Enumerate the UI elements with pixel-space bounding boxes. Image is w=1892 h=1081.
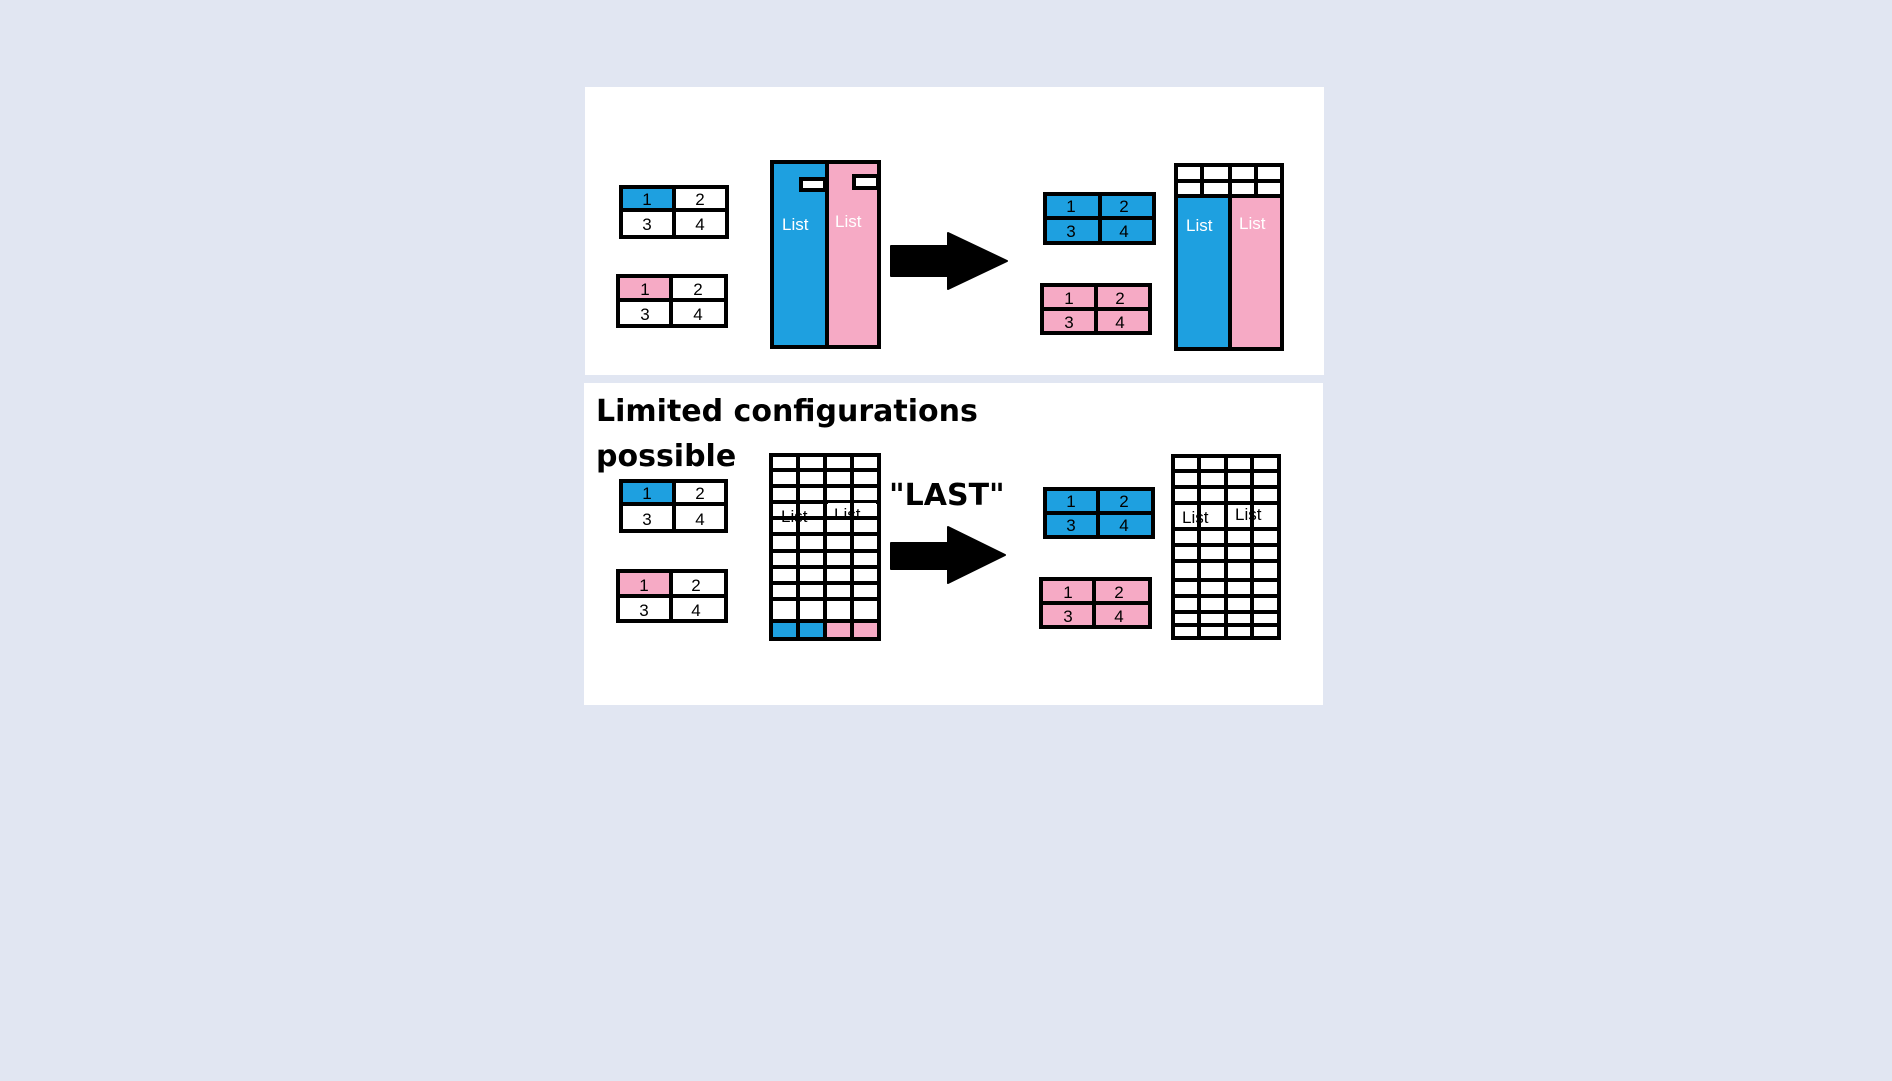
- grid-cell-label: 4: [1119, 222, 1128, 241]
- heading-line-2: possible: [596, 439, 737, 474]
- grid-cell-label: 1: [642, 484, 651, 503]
- grid-cell-label: 1: [640, 280, 649, 299]
- bottom-right-grid-block: List List: [1171, 454, 1281, 640]
- grid-cell-label: 2: [1119, 492, 1128, 511]
- top-left-pink-grid: 1 2 3 4: [616, 274, 728, 328]
- grid-cell-label: 3: [1064, 313, 1073, 332]
- bottom-diagram: 1 2 3 4 1 2 3 4: [616, 453, 1281, 641]
- top-right-blue-grid: 1 2 3 4: [1043, 192, 1156, 245]
- grid-cell-label: 3: [639, 601, 648, 620]
- top-right-pink-grid: 1 2 3 4: [1040, 283, 1152, 335]
- grid-cell-label: 1: [1063, 583, 1072, 602]
- bottom-left-grid-block: List List: [769, 453, 881, 641]
- right-arrow-icon: [890, 232, 1008, 290]
- bottom-right-pink-grid: 1 2 3 4: [1039, 577, 1152, 629]
- top-diagram: 1 2 3 4 1 2 3 4 List List: [616, 160, 1284, 351]
- list-label: List: [1239, 214, 1266, 233]
- grid-cell-label: 3: [642, 510, 651, 529]
- heading-line-1: Limited configurations: [596, 394, 978, 429]
- bottom-left-blue-grid: 1 2 3 4: [619, 479, 728, 533]
- grid-cell-label: 1: [639, 576, 648, 595]
- bottom-panel: 1 2 3 4 1 2 3 4: [584, 383, 1323, 705]
- grid-cell-label: 4: [1115, 313, 1124, 332]
- top-left-list-block: List List: [770, 160, 881, 349]
- list-label: List: [834, 505, 861, 524]
- grid-cell-label: 3: [642, 215, 651, 234]
- list-label: List: [1235, 505, 1262, 524]
- grid-cell-label: 4: [1114, 607, 1123, 626]
- list-label: List: [781, 507, 808, 526]
- right-arrow-icon: [890, 526, 1006, 584]
- grid-cell-label: 2: [693, 280, 702, 299]
- grid-cell-label: 2: [1114, 583, 1123, 602]
- grid-cell-label: 1: [1064, 289, 1073, 308]
- top-panel: 1 2 3 4 1 2 3 4 List List: [585, 87, 1324, 375]
- top-left-blue-grid: 1 2 3 4: [619, 185, 729, 239]
- grid-cell-label: 4: [1119, 516, 1128, 535]
- grid-cell-label: 3: [1063, 607, 1072, 626]
- list-label: List: [1182, 508, 1209, 527]
- grid-cell-label: 3: [1066, 222, 1075, 241]
- list-label: List: [835, 212, 862, 231]
- grid-cell-label: 1: [642, 190, 651, 209]
- arrow-label: "LAST": [889, 478, 1005, 513]
- grid-cell-label: 4: [695, 215, 704, 234]
- grid-cell-label: 2: [1119, 197, 1128, 216]
- grid-cell-label: 2: [695, 190, 704, 209]
- grid-cell-label: 4: [693, 305, 702, 324]
- list-label: List: [1186, 216, 1213, 235]
- bottom-left-pink-grid: 1 2 3 4: [616, 569, 728, 623]
- top-right-list-block: List List: [1174, 163, 1284, 351]
- grid-cell-label: 1: [1066, 492, 1075, 511]
- grid-cell-label: 2: [1115, 289, 1124, 308]
- grid-cell-label: 1: [1066, 197, 1075, 216]
- grid-cell-label: 4: [695, 510, 704, 529]
- grid-cell-label: 2: [691, 576, 700, 595]
- grid-cell-label: 3: [1066, 516, 1075, 535]
- grid-cell-label: 4: [691, 601, 700, 620]
- list-label: List: [782, 215, 809, 234]
- grid-cell-label: 3: [640, 305, 649, 324]
- grid-cell-label: 2: [695, 484, 704, 503]
- bottom-right-blue-grid: 1 2 3 4: [1043, 487, 1155, 539]
